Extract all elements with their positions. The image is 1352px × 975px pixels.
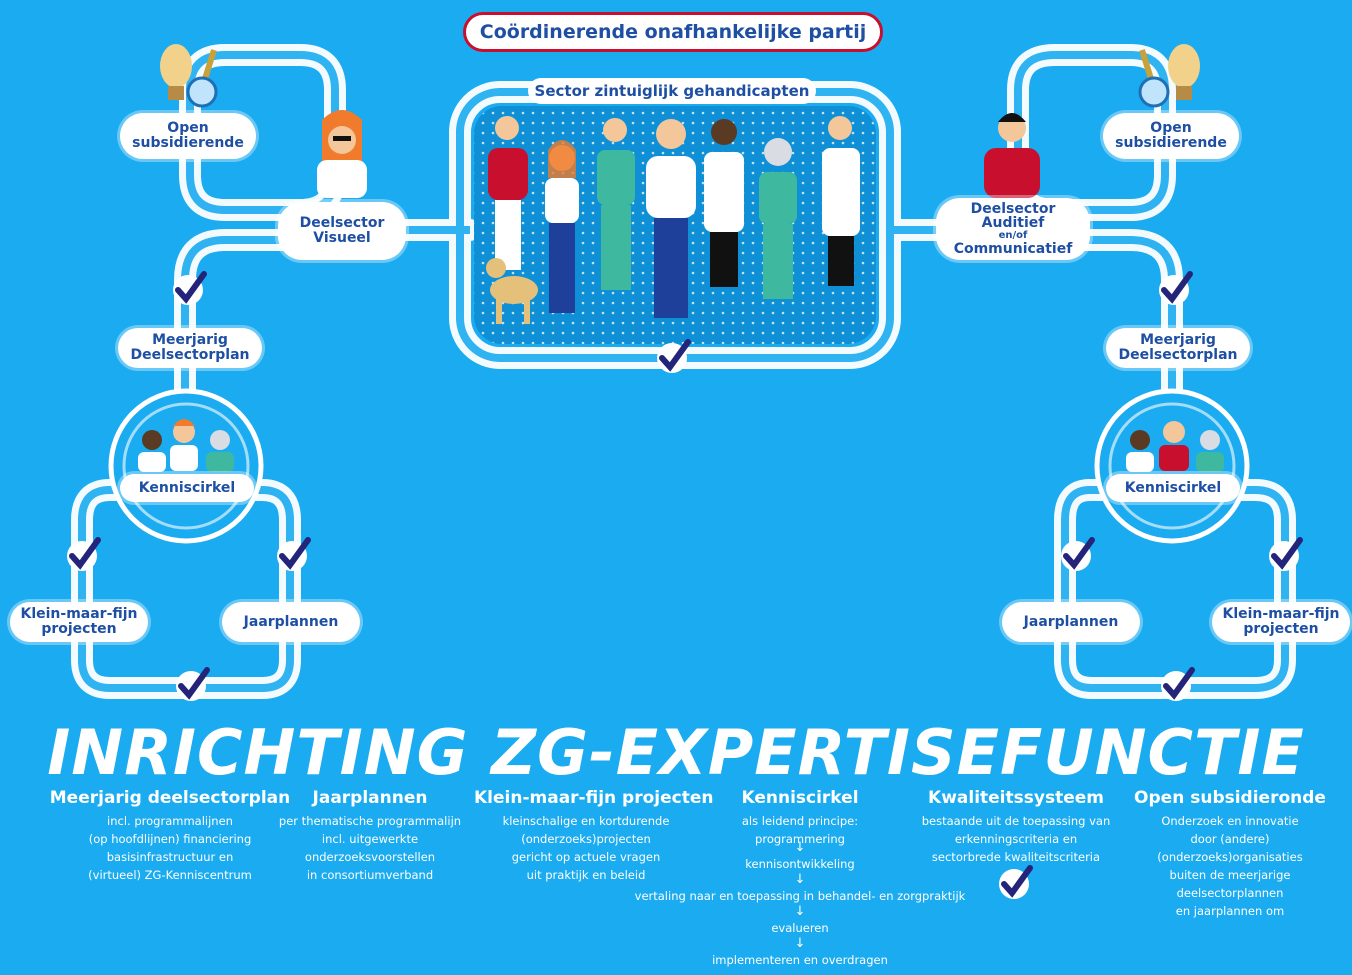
- deelsector-auditief-pill: Deelsector Auditief en/of Communicatief: [936, 198, 1090, 260]
- arrow-down-icon: ↓: [794, 936, 806, 951]
- legend-text: per thematische programmalijn incl. uitg…: [278, 814, 462, 882]
- klein-pill-right: Klein-maar-fijn projecten: [1212, 602, 1350, 642]
- check-icon: [67, 537, 101, 571]
- checkmarks: [67, 271, 1303, 899]
- check-icon: [1161, 667, 1195, 701]
- coordinating-party-banner: Coördinerende onafhankelijke partij: [463, 12, 883, 52]
- legend-heading: Jaarplannen: [312, 788, 428, 808]
- kenniscirkel-flow: ↓ kennisontwikkeling ↓ vertaling naar en…: [560, 840, 1040, 968]
- check-icon: [1269, 537, 1303, 571]
- check-icon: [657, 339, 691, 373]
- person-auditief: [984, 113, 1040, 198]
- meerjarig-pill-right: Meerjarig Deelsectorplan: [1106, 328, 1250, 368]
- flow-step: vertaling naar en toepassing in behandel…: [634, 889, 966, 903]
- magnifier-icon-right: [1138, 49, 1170, 108]
- open-subsidy-pill-left: Open subsidierende: [120, 113, 256, 159]
- lightbulb-icon-right: [1168, 44, 1200, 100]
- arrow-down-icon: ↓: [794, 840, 806, 855]
- check-icon: [1061, 537, 1095, 571]
- check-icon: [999, 865, 1033, 899]
- kenniscirkel-left-people: [138, 419, 234, 472]
- klein-pill-left: Klein-maar-fijn projecten: [10, 602, 148, 642]
- arrow-down-icon: ↓: [794, 904, 806, 919]
- kenniscirkel-pill-right: Kenniscirkel: [1106, 474, 1240, 502]
- legend-meerjarig: Meerjarig deelsectorplan incl. programma…: [30, 788, 310, 884]
- arrow-down-icon: ↓: [794, 872, 806, 887]
- legend-heading: Kwaliteitssysteem: [928, 788, 1104, 808]
- flow-step: kennisontwikkeling: [745, 857, 855, 871]
- jaarplannen-pill-left: Jaarplannen: [222, 602, 360, 642]
- sector-people-group: [486, 116, 860, 324]
- legend-text: als leidend principe: programmering: [741, 814, 859, 846]
- legend-text: Onderzoek en innovatie door (andere) (on…: [1157, 814, 1303, 918]
- check-icon: [277, 537, 311, 571]
- legend-heading: Klein-maar-fijn projecten: [474, 788, 714, 808]
- deelsector-visueel-pill: Deelsector Visueel: [278, 202, 406, 260]
- lightbulb-icon-left: [160, 44, 192, 100]
- sector-label: Sector zintuiglijk gehandicapten: [528, 78, 816, 104]
- kenniscirkel-pill-left: Kenniscirkel: [120, 474, 254, 502]
- legend-text: kleinschalige en kortdurende (onderzoeks…: [502, 814, 670, 882]
- meerjarig-pill-left: Meerjarig Deelsectorplan: [118, 328, 262, 368]
- magnifier-icon-left: [186, 49, 218, 108]
- check-icon: [1159, 271, 1193, 305]
- check-icon: [173, 271, 207, 305]
- jaarplannen-pill-right: Jaarplannen: [1002, 602, 1140, 642]
- legend-klein: Klein-maar-fijn projecten kleinschalige …: [474, 788, 714, 884]
- legend-kwaliteit: Kwaliteitssysteem bestaande uit de toepa…: [912, 788, 1120, 866]
- legend-kenniscirkel: Kenniscirkel als leidend principe: progr…: [700, 788, 900, 848]
- main-title: INRICHTING ZG-EXPERTISEFUNCTIE: [47, 716, 1305, 789]
- legend-heading: Open subsidieronde: [1134, 788, 1326, 808]
- kenniscirkel-right-people: [1126, 421, 1224, 472]
- legend-open-subsidy: Open subsidieronde Onderzoek en innovati…: [1122, 788, 1338, 920]
- open-subsidy-pill-right: Open subsidierende: [1103, 113, 1239, 159]
- legend-text: incl. programmalijnen (op hoofdlijnen) f…: [88, 814, 252, 882]
- flow-step: implementeren en overdragen: [712, 953, 888, 967]
- legend-heading: Meerjarig deelsectorplan: [49, 788, 291, 808]
- check-icon: [176, 667, 210, 701]
- legend-text: bestaande uit de toepassing van erkennin…: [921, 814, 1111, 864]
- person-visueel: [317, 110, 367, 198]
- legend-heading: Kenniscirkel: [741, 788, 859, 808]
- legend-jaarplannen: Jaarplannen per thematische programmalij…: [270, 788, 470, 884]
- flow-step: evalueren: [771, 921, 829, 935]
